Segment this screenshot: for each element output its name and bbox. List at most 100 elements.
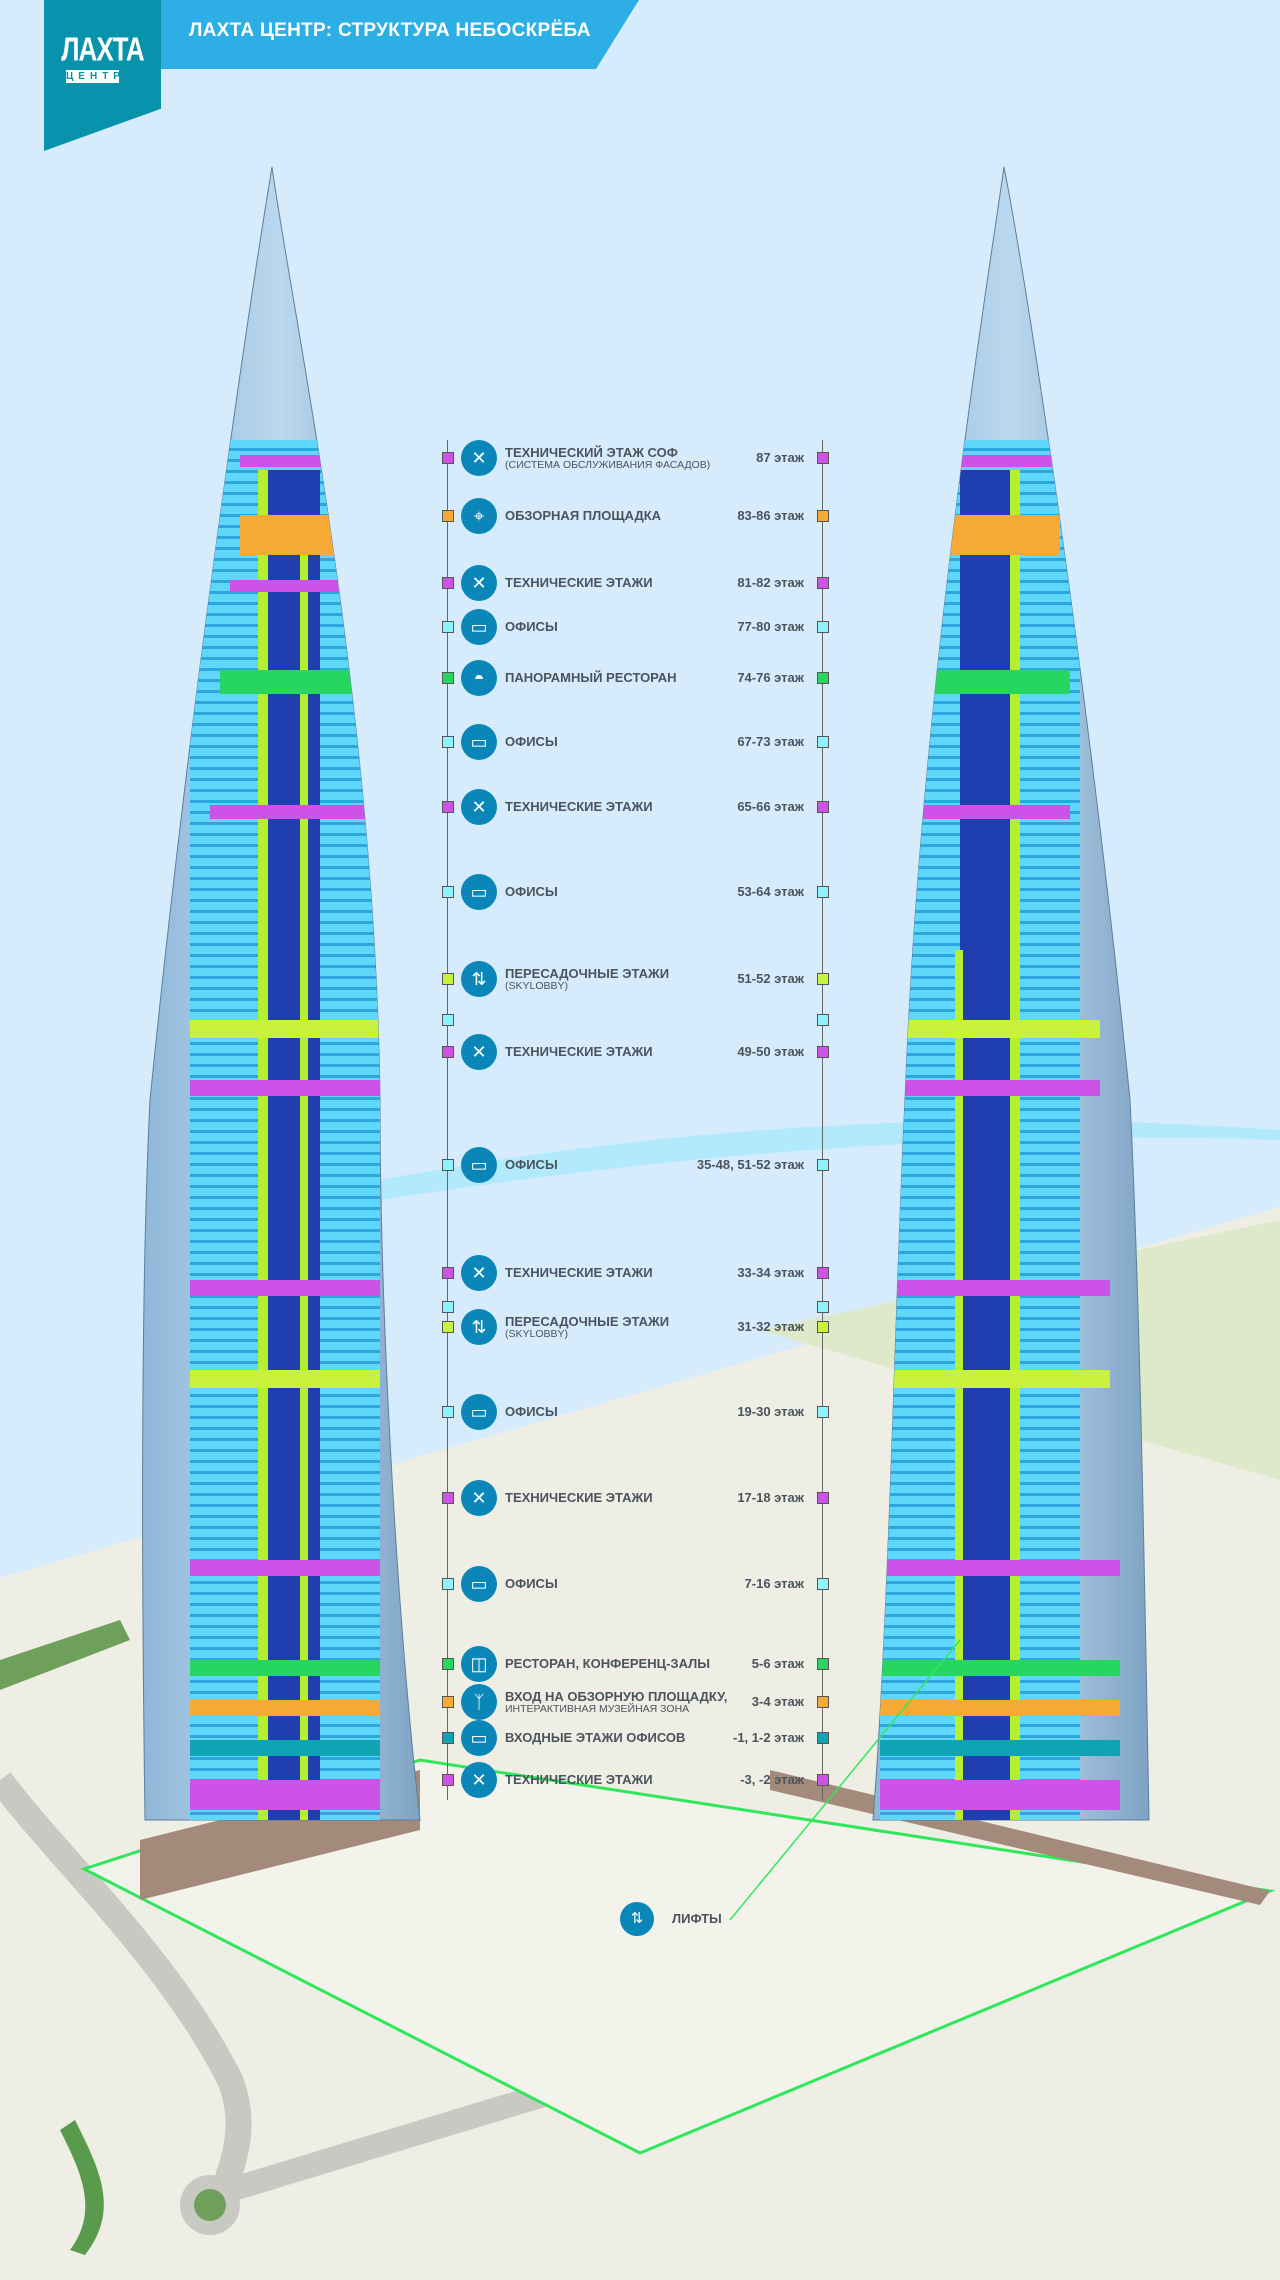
legend-title: ТЕХНИЧЕСКИЕ ЭТАЖИ: [505, 799, 653, 814]
legend-row: ⌖ ОБЗОРНАЯ ПЛОЩАДКА 83-86 этаж: [420, 496, 840, 536]
legend-title: ОБЗОРНАЯ ПЛОЩАДКА: [505, 508, 662, 523]
legend-row: ✕ ТЕХНИЧЕСКИЙ ЭТАЖ СОФ(СИСТЕМА ОБСЛУЖИВА…: [420, 438, 840, 478]
legend-label: РЕСТОРАН, КОНФЕРЕНЦ-ЗАЛЫ: [505, 1644, 710, 1684]
legend-floors: 7-16 этаж: [744, 1576, 804, 1591]
legend-title: ПАНОРАМНЫЙ РЕСТОРАН: [505, 670, 677, 685]
legend-label: ТЕХНИЧЕСКИЕ ЭТАЖИ: [505, 1478, 653, 1518]
right-tower: [872, 166, 1150, 1821]
legend-label: ОФИСЫ: [505, 872, 558, 912]
color-marker-left: [442, 1492, 454, 1504]
elevator-icon: ⇅: [620, 1902, 654, 1936]
color-marker-left: [442, 1267, 454, 1279]
legend-title: ПЕРЕСАДОЧНЫЕ ЭТАЖИ: [505, 1313, 670, 1329]
color-marker-left: [442, 1578, 454, 1590]
legend-floors: 51-52 этаж: [737, 971, 804, 986]
color-marker-right: [817, 1267, 829, 1279]
legend-label: ОФИСЫ: [505, 722, 558, 762]
color-marker-right: [817, 1696, 829, 1708]
legend-row: ᛉ ВХОД НА ОБЗОРНУЮ ПЛОЩАДКУ,ИНТЕРАКТИВНА…: [420, 1682, 840, 1722]
legend-label: ВХОДНЫЕ ЭТАЖИ ОФИСОВ: [505, 1718, 685, 1758]
legend-row: ▭ ВХОДНЫЕ ЭТАЖИ ОФИСОВ -1, 1-2 этаж: [420, 1718, 840, 1758]
color-marker-left: [442, 1732, 454, 1744]
legend-row: ◓ ПАНОРАМНЫЙ РЕСТОРАН 74-76 этаж: [420, 658, 840, 698]
color-marker-left: [442, 886, 454, 898]
legend-floors: 3-4 этаж: [751, 1694, 804, 1709]
color-marker-left: [442, 577, 454, 589]
briefcase-icon: ▭: [461, 1720, 497, 1756]
wrench-screwdriver-icon: ✕: [461, 789, 497, 825]
wrench-screwdriver-icon: ✕: [461, 1762, 497, 1798]
briefcase-icon: ▭: [461, 1394, 497, 1430]
legend-label: ПЕРЕСАДОЧНЫЕ ЭТАЖИ(SKYLOBBY): [505, 1307, 669, 1347]
legend-subtitle: (СИСТЕМА ОБСЛУЖИВАНИЯ ФАСАДОВ): [505, 458, 711, 471]
legend-row: ▭ ОФИСЫ 77-80 этаж: [420, 607, 840, 647]
legend-floors: 67-73 этаж: [737, 734, 804, 749]
legend-title: ПЕРЕСАДОЧНЫЕ ЭТАЖИ: [505, 965, 670, 981]
color-marker-right: [817, 886, 829, 898]
legend-title: ТЕХНИЧЕСКИЕ ЭТАЖИ: [505, 575, 653, 590]
legend-title: ОФИСЫ: [505, 734, 558, 749]
legend-label: ОБЗОРНАЯ ПЛОЩАДКА: [505, 496, 661, 536]
legend-row: ⇅ ПЕРЕСАДОЧНЫЕ ЭТАЖИ(SKYLOBBY) 31-32 эта…: [420, 1307, 840, 1347]
color-marker-right: [817, 1732, 829, 1744]
left-bracket-line: [447, 440, 448, 1800]
briefcase-icon: ▭: [461, 724, 497, 760]
legend-row: ✕ ТЕХНИЧЕСКИЕ ЭТАЖИ 17-18 этаж: [420, 1478, 840, 1518]
legend-row: ▭ ОФИСЫ 19-30 этаж: [420, 1392, 840, 1432]
legend-floors: 65-66 этаж: [737, 799, 804, 814]
color-marker-right: [817, 1578, 829, 1590]
color-marker-right: [817, 1492, 829, 1504]
lifts-label: ⇅ ЛИФТЫ: [620, 1902, 722, 1936]
legend-title: ВХОД НА ОБЗОРНУЮ ПЛОЩАДКУ,: [505, 1688, 728, 1704]
legend-label: ТЕХНИЧЕСКИЙ ЭТАЖ СОФ(СИСТЕМА ОБСЛУЖИВАНИ…: [505, 438, 710, 478]
color-marker-right: [817, 973, 829, 985]
legend-row: ▭ ОФИСЫ 35-48, 51-52 этаж: [420, 1145, 840, 1185]
left-tower: [142, 166, 421, 1821]
legend-floors: 81-82 этаж: [737, 575, 804, 590]
color-marker: [817, 1301, 829, 1313]
wrench-screwdriver-icon: ✕: [461, 565, 497, 601]
legend-label: ОФИСЫ: [505, 607, 558, 647]
cloche-icon: ◓: [461, 660, 497, 696]
elevator-icon: ⇅: [461, 961, 497, 997]
legend-title: ТЕХНИЧЕСКИЕ ЭТАЖИ: [505, 1265, 653, 1280]
legend-label: ОФИСЫ: [505, 1392, 558, 1432]
color-marker-left: [442, 1046, 454, 1058]
color-marker: [817, 1014, 829, 1026]
elevator-icon: ⇅: [461, 1309, 497, 1345]
legend-floors: 53-64 этаж: [737, 884, 804, 899]
legend-floors: 31-32 этаж: [737, 1319, 804, 1334]
briefcase-icon: ▭: [461, 874, 497, 910]
color-marker-left: [442, 973, 454, 985]
wrench-screwdriver-icon: ✕: [461, 1255, 497, 1291]
legend-label: ПАНОРАМНЫЙ РЕСТОРАН: [505, 658, 677, 698]
legend-title: ОФИСЫ: [505, 1157, 558, 1172]
color-marker-right: [817, 1046, 829, 1058]
legend-label: ОФИСЫ: [505, 1564, 558, 1604]
color-marker: [442, 1014, 454, 1026]
legend-row: ✕ ТЕХНИЧЕСКИЕ ЭТАЖИ 49-50 этаж: [420, 1032, 840, 1072]
legend-floors: 77-80 этаж: [737, 619, 804, 634]
legend-floors: 74-76 этаж: [737, 670, 804, 685]
color-marker-left: [442, 1774, 454, 1786]
legend-title: ТЕХНИЧЕСКИЕ ЭТАЖИ: [505, 1490, 653, 1505]
color-marker-left: [442, 1406, 454, 1418]
legend-floors: -3, -2 этаж: [740, 1772, 804, 1787]
legend-title: ОФИСЫ: [505, 1576, 558, 1591]
briefcase-icon: ▭: [461, 1147, 497, 1183]
page-title: ЛАХТА ЦЕНТР: СТРУКТУРА НЕБОСКРЁБА: [189, 20, 591, 41]
wrench-screwdriver-icon: ✕: [461, 440, 497, 476]
color-marker-left: [442, 801, 454, 813]
legend-floors: 49-50 этаж: [737, 1044, 804, 1059]
legend-row: ▭ ОФИСЫ 7-16 этаж: [420, 1564, 840, 1604]
color-marker-right: [817, 736, 829, 748]
color-marker-left: [442, 1321, 454, 1333]
legend-title: ВХОДНЫЕ ЭТАЖИ ОФИСОВ: [505, 1730, 686, 1745]
right-bracket-line: [822, 440, 823, 1800]
wrench-screwdriver-icon: ✕: [461, 1480, 497, 1516]
color-marker-left: [442, 1696, 454, 1708]
legend-title: ТЕХНИЧЕСКИЙ ЭТАЖ СОФ: [505, 444, 678, 460]
legend-label: ТЕХНИЧЕСКИЕ ЭТАЖИ: [505, 1032, 653, 1072]
legend-row: ✕ ТЕХНИЧЕСКИЕ ЭТАЖИ 65-66 этаж: [420, 787, 840, 827]
legend-subtitle: ИНТЕРАКТИВНАЯ МУЗЕЙНАЯ ЗОНА: [505, 1702, 690, 1715]
